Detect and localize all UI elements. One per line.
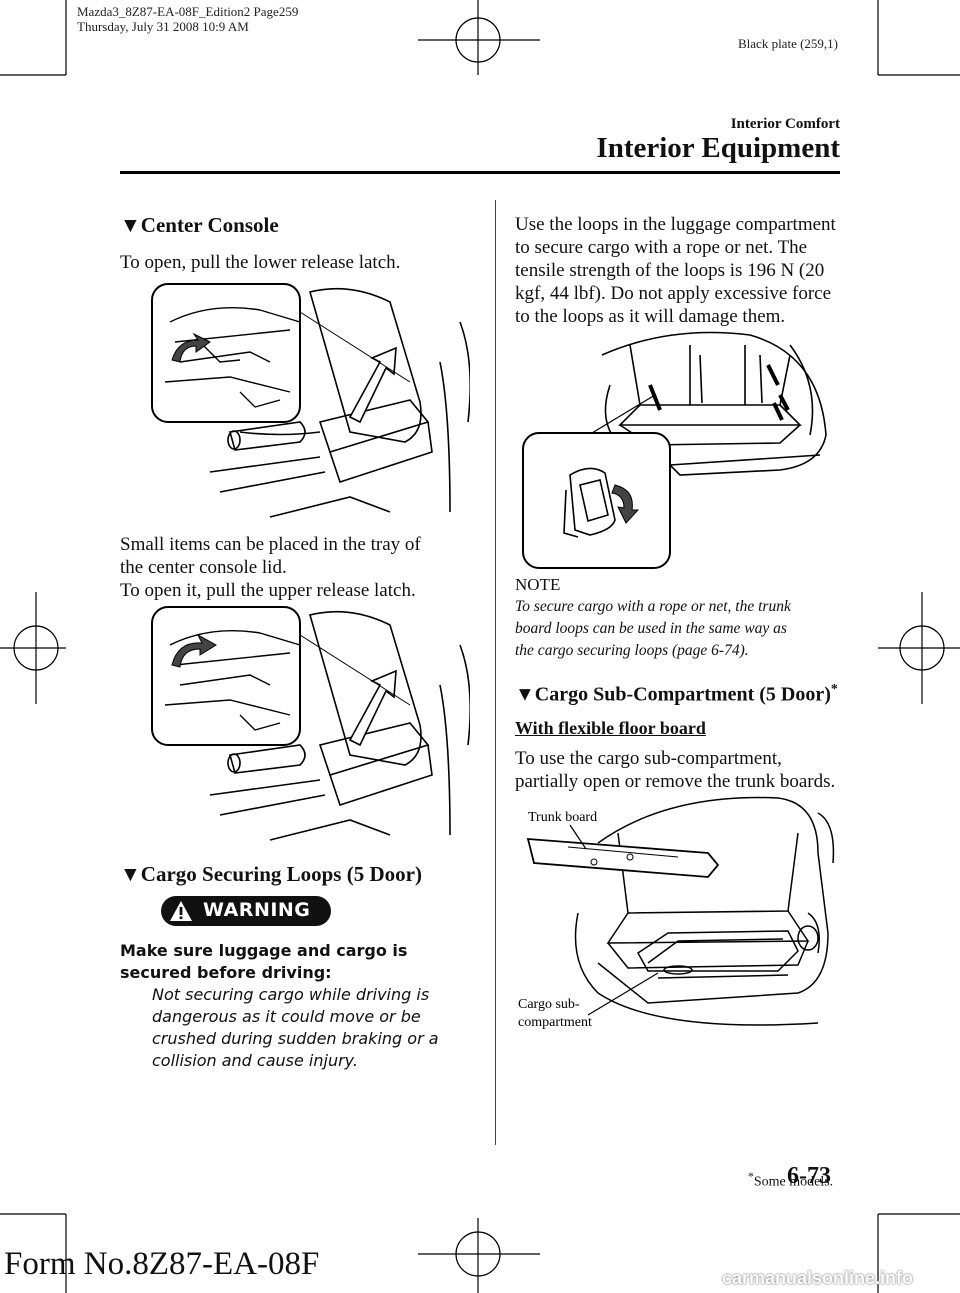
- warning-text-block: Make sure luggage and cargo is secured b…: [120, 940, 460, 1072]
- cargo-sub-compartment-heading: ▼Cargo Sub-Compartment (5 Door)*: [515, 682, 838, 706]
- warning-badge: WARNING: [161, 896, 331, 926]
- registration-mark-top: [418, 0, 540, 75]
- center-console-lower-latch-illustration: [151, 283, 470, 518]
- note-text: To secure cargo with a rope or net, the …: [515, 598, 791, 659]
- registration-mark-bottom: [418, 1218, 540, 1293]
- print-job-line-1: Mazda3_8Z87-EA-08F_Edition2 Page259: [77, 4, 299, 19]
- registration-mark-right: [878, 592, 960, 704]
- header-rule: [120, 171, 840, 174]
- form-number: Form No.8Z87-EA-08F: [4, 1246, 320, 1282]
- print-job-line-2: Thursday, July 31 2008 10:9 AM: [77, 19, 249, 34]
- cargo-sub-callout-line-1: Cargo sub-: [518, 997, 580, 1012]
- section-title: Interior Equipment: [596, 132, 840, 164]
- cargo-sub-compartment-illustration: Trunk board Cargo sub- compartment: [518, 796, 835, 1030]
- warning-triangle-icon: [170, 901, 192, 921]
- warning-lead: Make sure luggage and cargo is secured b…: [120, 941, 408, 982]
- warning-label: WARNING: [203, 899, 311, 921]
- triangle-marker-icon: ▼: [120, 213, 141, 237]
- some-models-asterisk: *: [830, 682, 838, 697]
- trunk-board-callout: Trunk board: [528, 810, 597, 825]
- column-divider: [495, 200, 496, 1145]
- cargo-loops-heading: ▼Cargo Securing Loops (5 Door): [120, 862, 422, 886]
- center-console-upper-latch-illustration: [151, 606, 470, 841]
- sub-compartment-text: To use the cargo sub-compartment, partia…: [515, 748, 836, 792]
- cargo-sub-callout-line-2: compartment: [518, 1015, 592, 1030]
- flexible-floor-subheading: With flexible floor board: [515, 718, 706, 738]
- center-console-heading: ▼Center Console: [120, 213, 279, 237]
- registration-mark-left: [0, 592, 66, 704]
- center-console-para-2: Small items can be placed in the tray of…: [120, 534, 421, 601]
- footnote: *Some models.: [748, 1170, 834, 1190]
- cargo-loops-illustration: [522, 331, 827, 569]
- watermark-text: carmanualsonline.info: [722, 1268, 914, 1288]
- cargo-loops-description: Use the loops in the luggage compartment…: [515, 214, 836, 327]
- plate-label: Black plate (259,1): [738, 36, 838, 51]
- center-console-para-1: To open, pull the lower release latch.: [120, 252, 401, 273]
- triangle-marker-icon: ▼: [515, 683, 535, 706]
- warning-detail: Not securing cargo while driving is dang…: [152, 985, 439, 1070]
- note-label: NOTE: [515, 575, 561, 594]
- chapter-title: Interior Comfort: [730, 116, 840, 132]
- page-number: 6-73: [787, 1163, 831, 1189]
- triangle-marker-icon: ▼: [120, 862, 141, 886]
